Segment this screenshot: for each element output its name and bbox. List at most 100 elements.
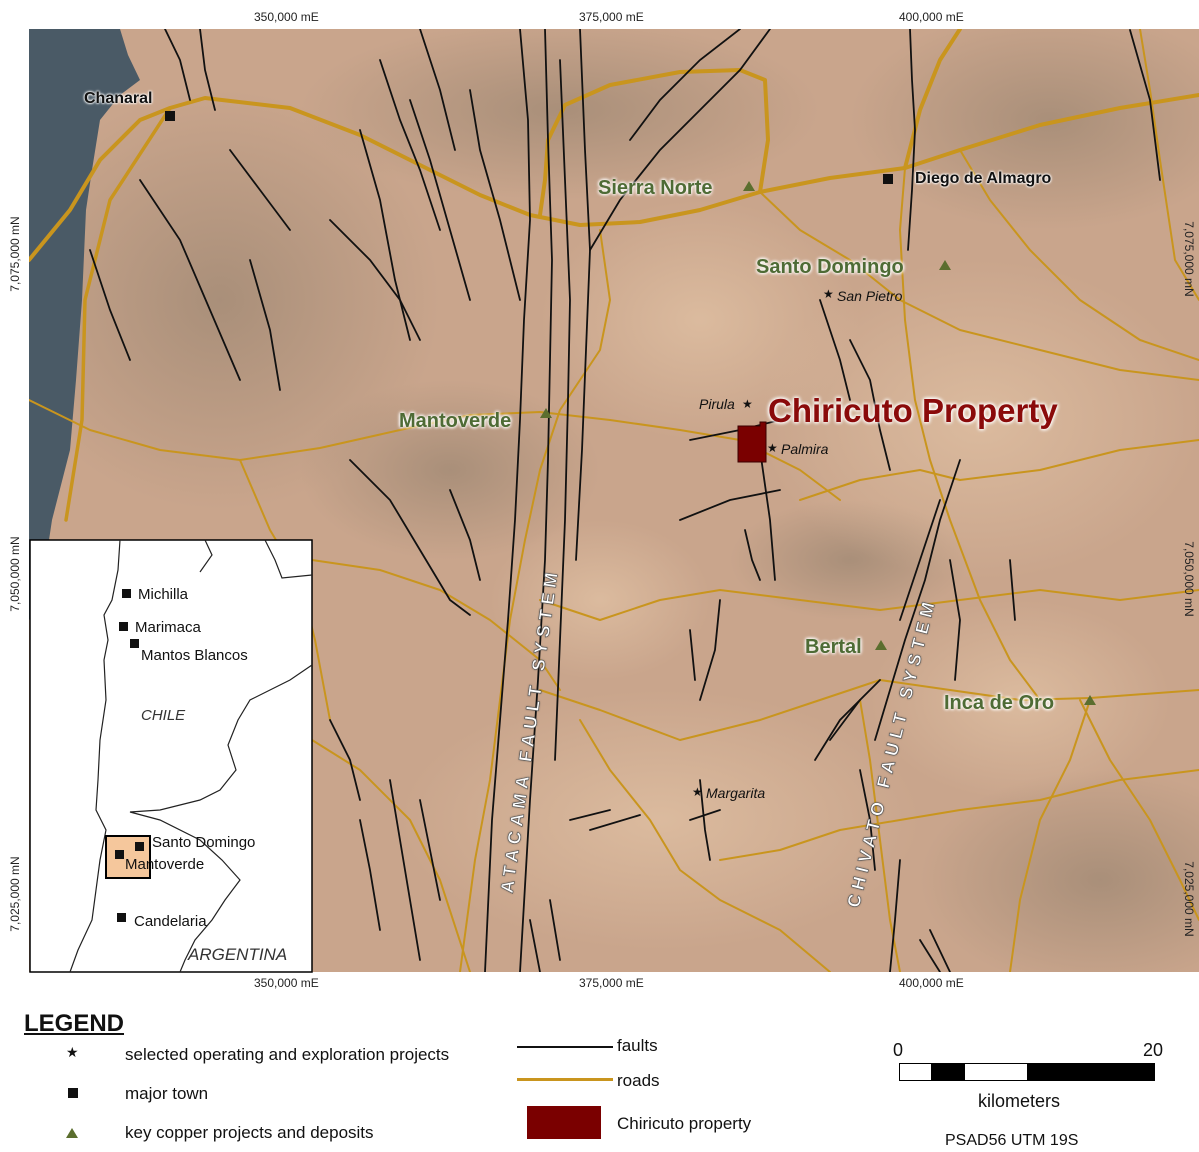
scale-bar (899, 1063, 1155, 1081)
road (759, 191, 1199, 381)
inset-town-michilla: Michilla (138, 586, 189, 603)
chivato-fault-system-label: CHIVATO FAULT SYSTEM (843, 595, 940, 910)
star-icon: ★ (692, 785, 703, 799)
deposit-bertal-label: Bertal (805, 636, 862, 658)
road (579, 719, 831, 972)
property-box-swatch (527, 1106, 601, 1139)
fault-line (529, 919, 541, 972)
triangle-icon (875, 640, 887, 650)
road (29, 399, 611, 461)
road-main (64, 106, 172, 522)
fault-line (379, 59, 441, 231)
fault-line (359, 819, 381, 931)
fault-line (229, 149, 291, 231)
grid-label-bottom-3: 400,000 mE (899, 976, 964, 990)
road-main (538, 68, 770, 217)
scale-segment (900, 1064, 931, 1080)
grid-label-top-3: 400,000 mE (899, 10, 964, 24)
square-icon (135, 842, 144, 851)
scale-segment (931, 1064, 965, 1080)
legend-label-deposits: key copper projects and deposits (125, 1123, 374, 1142)
scale-start-label: 0 (893, 1040, 904, 1060)
square-icon (117, 913, 126, 922)
fault-line (519, 29, 553, 972)
deposit-santo-domingo-label: Santo Domingo (756, 256, 904, 278)
fault-line (199, 29, 216, 111)
road (539, 679, 1199, 741)
inset-border-internal (199, 539, 213, 573)
fault-line (484, 29, 531, 972)
road (959, 149, 1199, 361)
town-chanaral-label: Chanaral (84, 90, 153, 107)
road (539, 589, 1199, 621)
inset-study-area (105, 835, 151, 879)
star-icon: ★ (66, 1044, 79, 1060)
triangle-icon (939, 260, 951, 270)
deposit-sierra-norte-label: Sierra Norte (598, 177, 713, 199)
fault-line (919, 939, 941, 972)
project-palmira-label: Palmira (781, 441, 829, 457)
fault-line (389, 779, 421, 961)
triangle-icon (743, 181, 755, 191)
road (959, 439, 1199, 481)
fault-line (419, 799, 441, 901)
fault-line (759, 449, 776, 581)
grid-label-top-1: 350,000 mE (254, 10, 319, 24)
fault-line (469, 89, 521, 301)
fault-line (164, 29, 191, 101)
legend-label-projects: selected operating and exploration proje… (125, 1045, 450, 1064)
inset-town-candelaria: Candelaria (134, 913, 207, 930)
triangle-icon (66, 1128, 78, 1138)
atacama-fault-system-label: ATACAMA FAULT SYSTEM (496, 566, 563, 895)
scale-segment (965, 1064, 1027, 1080)
triangle-icon (540, 408, 552, 418)
fault-line (589, 29, 771, 251)
fault-line (679, 489, 781, 521)
town-diego-de-almagro-label: Diego de Almagro (915, 170, 1052, 187)
grid-label-bottom-1: 350,000 mE (254, 976, 319, 990)
fault-line (899, 499, 941, 621)
fault-line (89, 249, 131, 361)
inset-town-mantos-blancos: Mantos Blancos (141, 647, 248, 664)
grid-label-right-2: 7,050,000 mN (1182, 541, 1196, 617)
inset-border (129, 539, 313, 973)
faults-layer (89, 29, 1161, 972)
square-icon (68, 1088, 78, 1098)
fault-line (744, 529, 761, 581)
road-line-swatch (517, 1078, 613, 1081)
scale-segment (1027, 1064, 1154, 1080)
project-margarita-label: Margarita (706, 785, 766, 801)
inset-town-marimaca: Marimaca (135, 619, 201, 636)
grid-label-left-1: 7,075,000 mN (8, 216, 22, 292)
road (799, 469, 961, 501)
star-icon: ★ (767, 441, 778, 455)
fault-line (359, 129, 411, 341)
fault-line (419, 29, 456, 151)
projection-label: PSAD56 UTM 19S (945, 1132, 1079, 1149)
project-san-pietro-label: San Pietro (837, 288, 903, 304)
map-figure (29, 29, 1199, 973)
grid-label-left-3: 7,025,000 mN (8, 856, 22, 932)
square-icon (122, 589, 131, 598)
fault-line (554, 59, 571, 761)
fault-line (689, 629, 696, 681)
fault-line (629, 29, 741, 141)
fault-line (819, 299, 851, 401)
road-main (903, 29, 962, 170)
fault-line (575, 29, 591, 561)
road (1079, 699, 1199, 921)
fault-line (889, 859, 901, 972)
square-icon (119, 622, 128, 631)
fault-line (139, 179, 241, 381)
road (899, 167, 1041, 701)
legend-title: LEGEND (24, 1010, 125, 1037)
road (1009, 699, 1091, 972)
legend-label-property: Chiricuto property (617, 1114, 752, 1133)
fault-line (249, 259, 281, 391)
inset-town-santo-domingo: Santo Domingo (152, 834, 256, 851)
fault-line (569, 809, 611, 821)
inset-country-chile: CHILE (141, 707, 186, 724)
inset-coastline (69, 539, 121, 973)
fault-line (329, 219, 421, 341)
location-inset (29, 539, 313, 973)
